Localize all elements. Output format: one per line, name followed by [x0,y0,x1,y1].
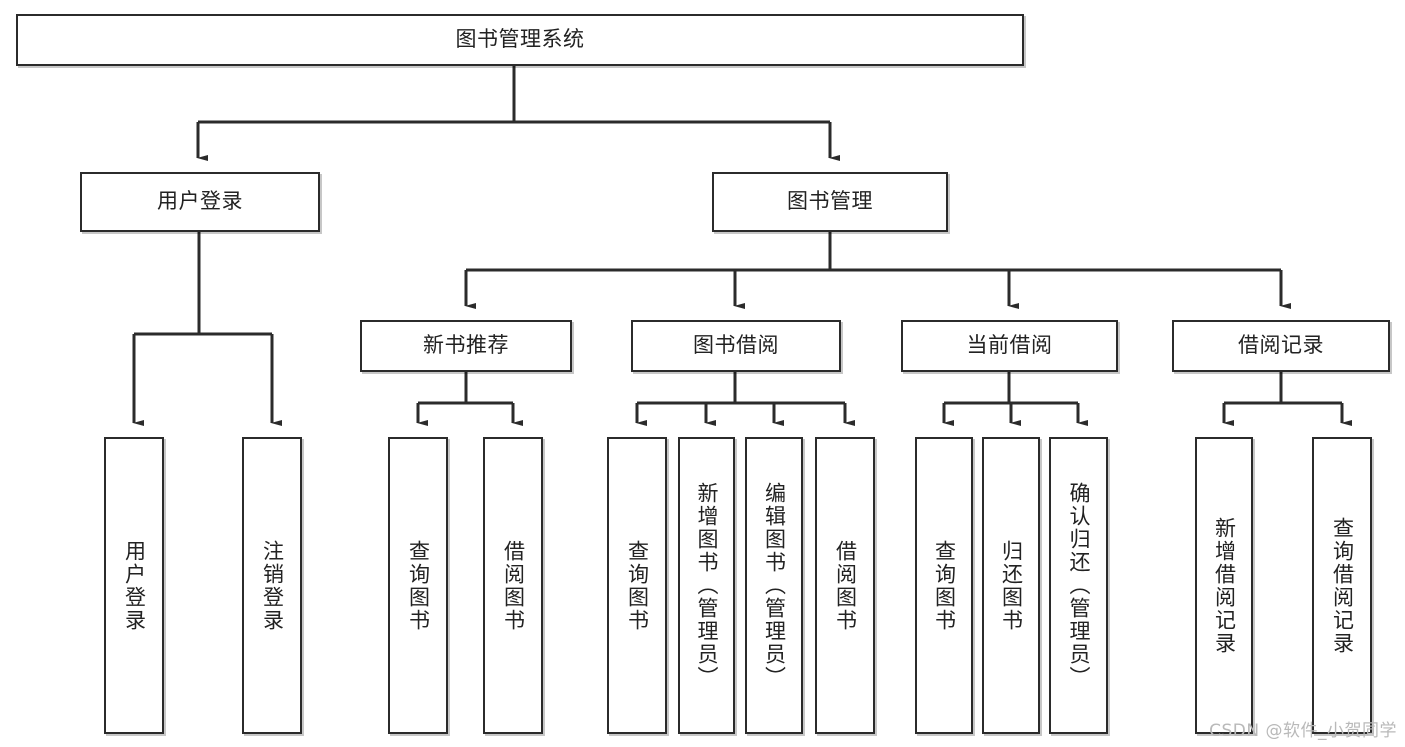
node-book-admin[interactable]: 图书管理 [712,172,948,232]
node-leaf-add-book[interactable]: 新增图书（管理员） [678,437,735,734]
node-book-borrow[interactable]: 图书借阅 [631,320,841,372]
node-leaf-query-book-2-label: 查询图书 [625,539,650,632]
node-leaf-add-record[interactable]: 新增借阅记录 [1195,437,1253,734]
node-book-borrow-label: 图书借阅 [693,333,779,358]
node-leaf-confirm-return-label: 确认归还（管理员） [1067,482,1091,689]
node-leaf-logout-label: 注销登录 [260,539,285,632]
node-book-admin-label: 图书管理 [787,189,873,214]
node-leaf-query-record-label: 查询借阅记录 [1330,516,1355,655]
node-leaf-query-book-1-label: 查询图书 [406,539,431,632]
node-leaf-borrow-book-1-label: 借阅图书 [501,539,526,632]
node-borrow-record[interactable]: 借阅记录 [1172,320,1390,372]
node-root[interactable]: 图书管理系统 [16,14,1024,66]
node-root-label: 图书管理系统 [455,27,585,52]
node-leaf-query-record[interactable]: 查询借阅记录 [1312,437,1372,734]
node-current-borrow[interactable]: 当前借阅 [901,320,1118,372]
node-borrow-record-label: 借阅记录 [1238,333,1324,358]
node-leaf-query-book-1[interactable]: 查询图书 [388,437,448,734]
node-leaf-borrow-book-1[interactable]: 借阅图书 [483,437,543,734]
node-leaf-edit-book[interactable]: 编辑图书（管理员） [745,437,803,734]
node-leaf-edit-book-label: 编辑图书（管理员） [762,482,787,689]
node-leaf-add-record-label: 新增借阅记录 [1212,516,1237,655]
node-leaf-borrow-book-2-label: 借阅图书 [833,539,858,632]
node-leaf-query-book-3-label: 查询图书 [932,539,957,632]
node-leaf-confirm-return[interactable]: 确认归还（管理员） [1049,437,1108,734]
node-new-book-rec[interactable]: 新书推荐 [360,320,572,372]
node-current-borrow-label: 当前借阅 [966,333,1053,358]
node-new-book-rec-label: 新书推荐 [423,333,509,358]
node-leaf-add-book-label: 新增图书（管理员） [695,482,719,689]
node-user-login[interactable]: 用户登录 [80,172,320,232]
node-leaf-user-login[interactable]: 用户登录 [104,437,164,734]
node-leaf-query-book-3[interactable]: 查询图书 [915,437,973,734]
node-leaf-query-book-2[interactable]: 查询图书 [607,437,667,734]
node-leaf-return-book-label: 归还图书 [999,539,1024,632]
node-leaf-logout[interactable]: 注销登录 [242,437,302,734]
node-user-login-label: 用户登录 [157,189,243,214]
node-leaf-user-login-label: 用户登录 [122,539,147,632]
node-leaf-borrow-book-2[interactable]: 借阅图书 [815,437,875,734]
node-leaf-return-book[interactable]: 归还图书 [982,437,1040,734]
